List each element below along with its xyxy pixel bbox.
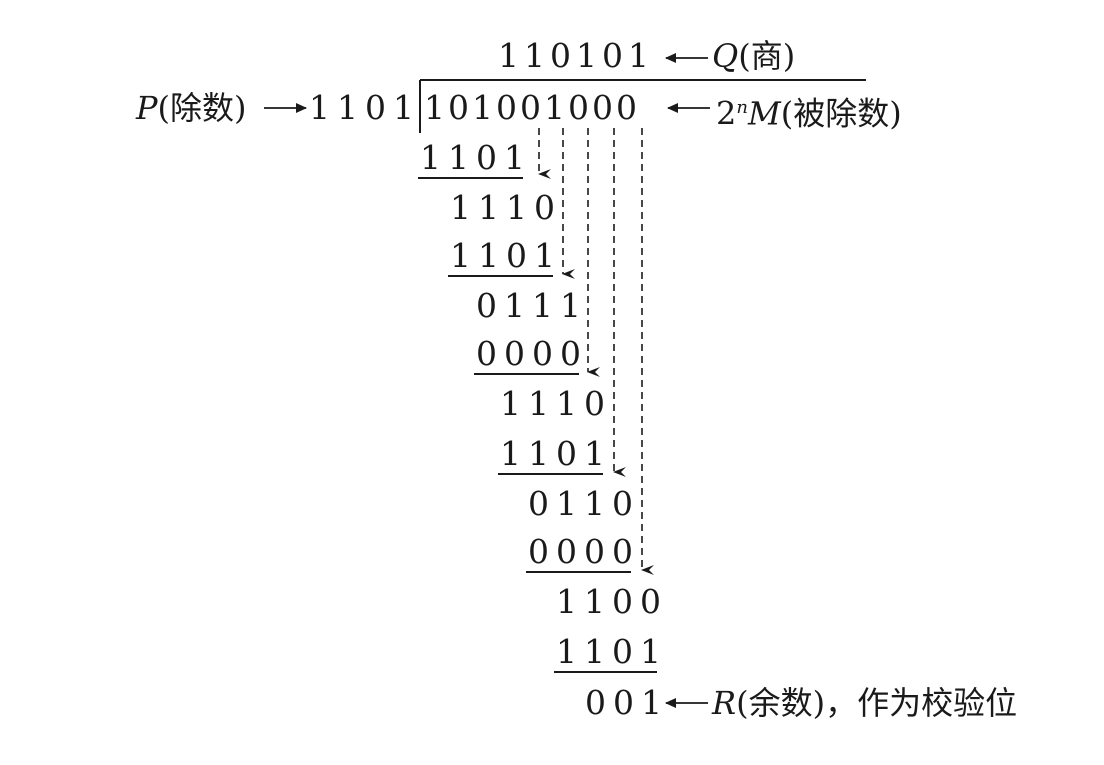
quotient-digits: 110101 bbox=[498, 36, 654, 75]
dividend-label-var: M bbox=[747, 94, 781, 133]
dividend-label-text: (被除数) bbox=[780, 94, 902, 133]
remainder-label-var: R bbox=[712, 684, 737, 722]
dividend-label-sup: n bbox=[736, 97, 748, 118]
quotient-label: Q(商) bbox=[712, 36, 795, 76]
divisor-label-var: P bbox=[136, 89, 158, 127]
step-subtrahend: 1101 bbox=[420, 138, 532, 177]
remainder-label: R(余数)，作为校验位 bbox=[712, 683, 1017, 723]
step-subtrahend: 0000 bbox=[528, 532, 640, 571]
divisor-label-text: (除数) bbox=[157, 89, 247, 127]
quotient-label-text: (商) bbox=[738, 37, 796, 75]
step-difference: 0110 bbox=[528, 484, 640, 523]
step-subtrahend: 1101 bbox=[450, 236, 562, 275]
step-subtrahend: 0000 bbox=[476, 334, 588, 373]
remainder-digits: 001 bbox=[585, 683, 669, 722]
dividend-label: 2nM(被除数) bbox=[716, 88, 902, 133]
step-difference: 1110 bbox=[450, 188, 562, 227]
step-subtrahend: 1101 bbox=[500, 434, 612, 473]
divisor-label: P(除数) bbox=[136, 88, 247, 128]
dividend-label-prefix: 2 bbox=[716, 94, 737, 133]
step-difference: 1110 bbox=[500, 384, 612, 423]
dividend-digits: 101001000 bbox=[424, 88, 640, 127]
remainder-label-text: (余数)，作为校验位 bbox=[736, 684, 1018, 722]
step-subtrahend: 1101 bbox=[556, 632, 668, 671]
step-difference: 1100 bbox=[556, 582, 668, 621]
divisor-digits: 1101 bbox=[309, 88, 421, 127]
step-difference: 0111 bbox=[476, 286, 588, 325]
quotient-label-var: Q bbox=[712, 37, 739, 75]
